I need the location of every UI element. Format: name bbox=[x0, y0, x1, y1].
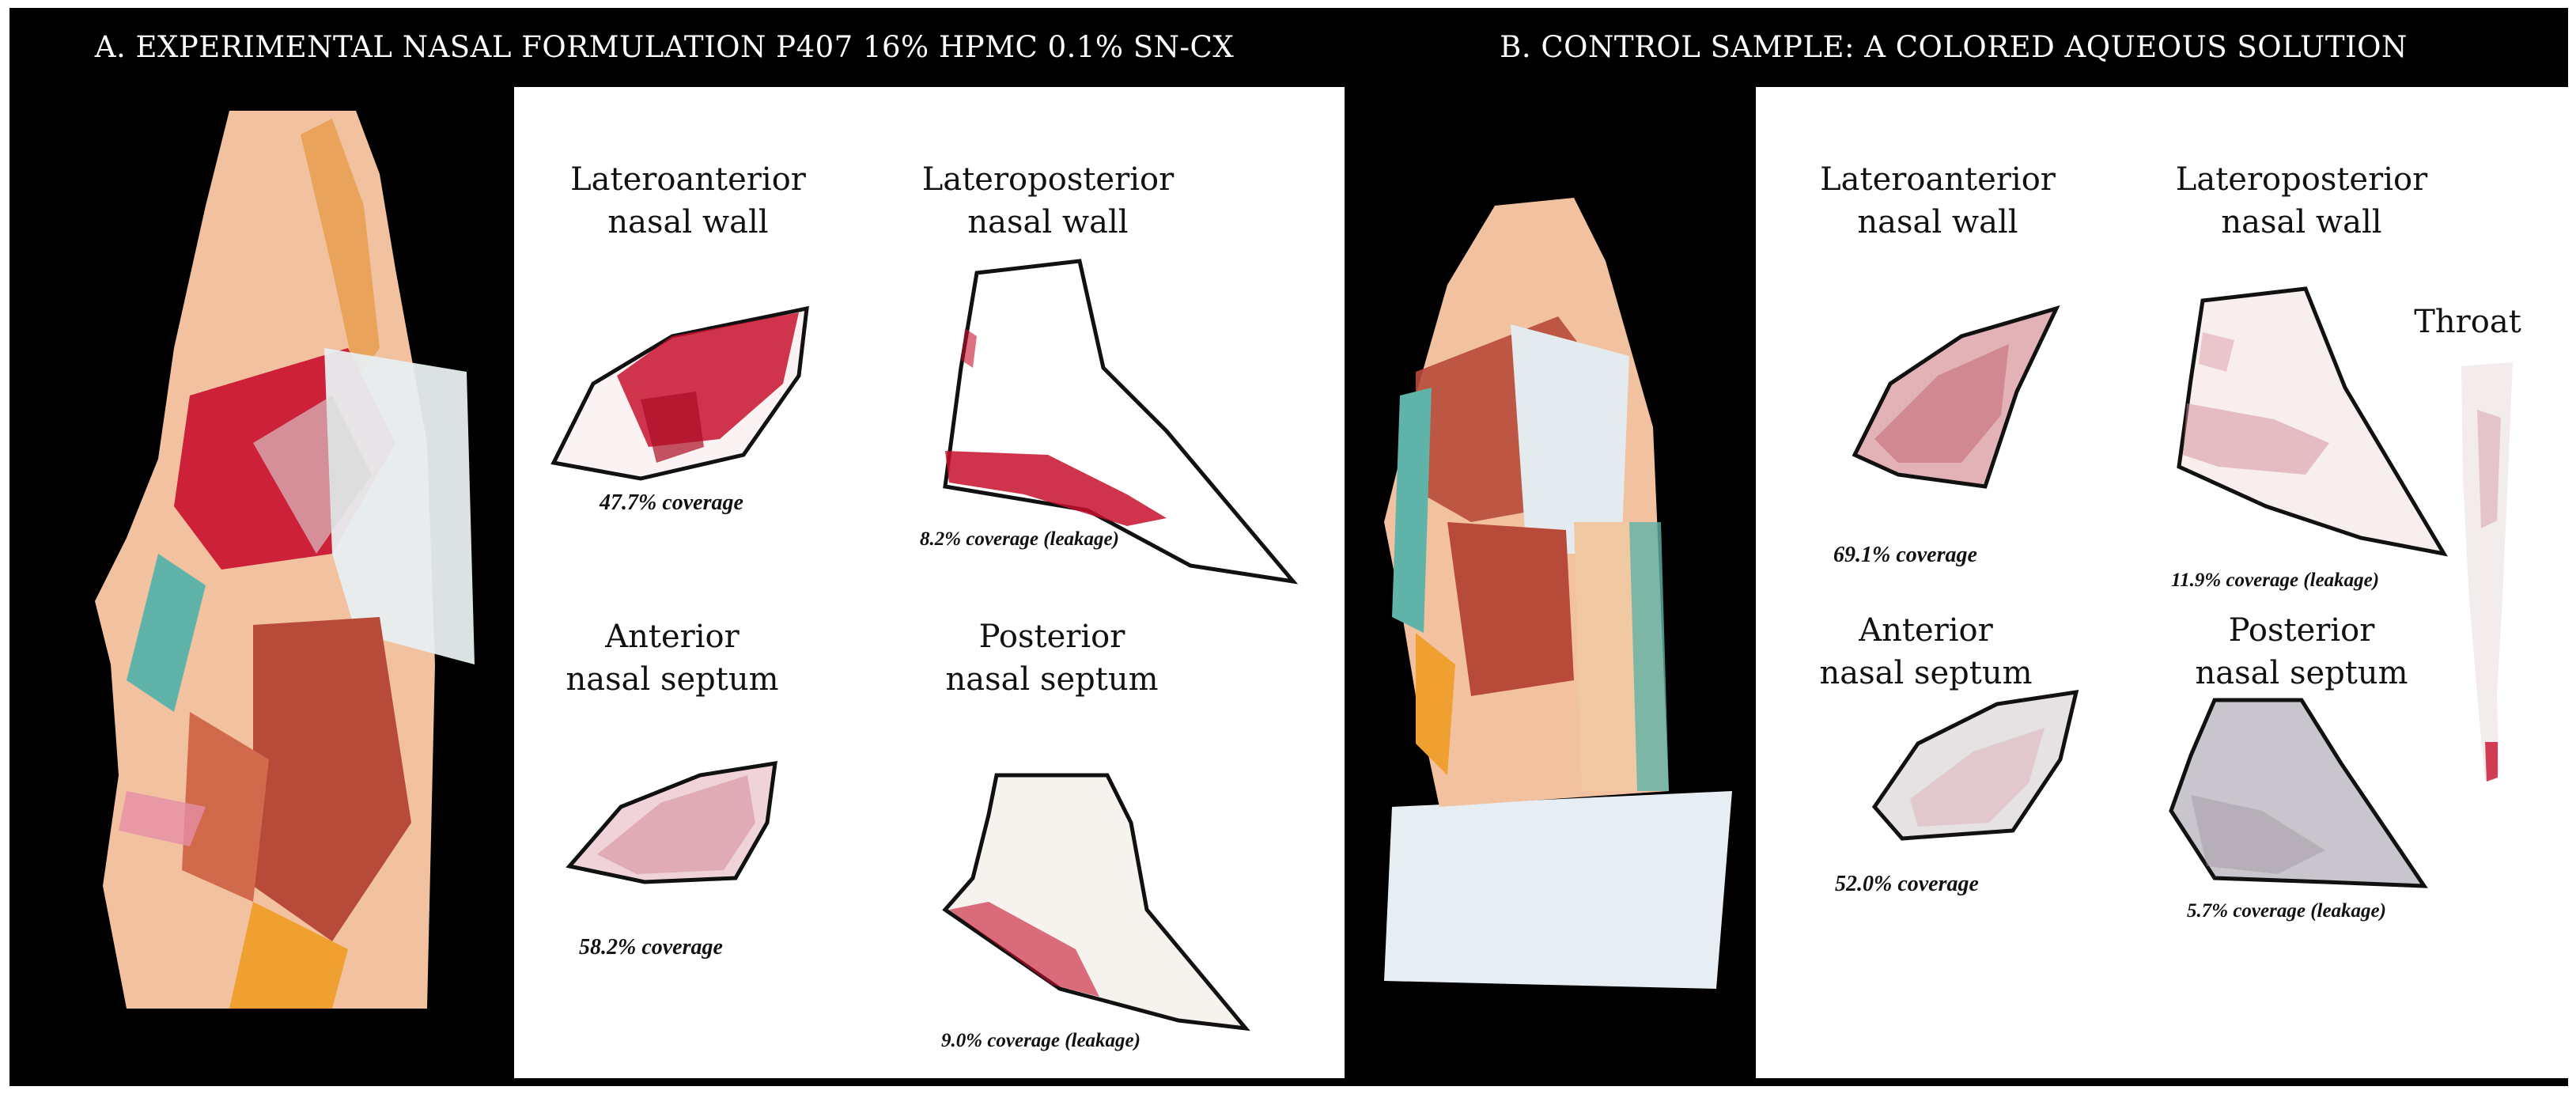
region-name-line2: nasal septum bbox=[945, 661, 1159, 698]
panel-b-lateroanterior-label: Lateroanterior nasal wall bbox=[1772, 158, 2104, 244]
region-name-line1: Posterior bbox=[2228, 612, 2375, 649]
region-name-line2: nasal septum bbox=[1819, 655, 2033, 691]
region-name-line2: nasal wall bbox=[2221, 204, 2382, 240]
panel-a-posterior-septum-label: Posterior nasal septum bbox=[886, 615, 1218, 701]
panel-a-anterior-septum-coverage: 58.2% coverage bbox=[579, 935, 723, 960]
panel-a-anterior-septum-swab bbox=[566, 759, 783, 886]
region-name-line2: nasal wall bbox=[607, 204, 769, 240]
panel-b-lateroanterior-swab bbox=[1851, 305, 2060, 494]
panel-b-sample-sheet bbox=[1756, 87, 2568, 1078]
panel-a-lateroanterior-label: Lateroanterior nasal wall bbox=[522, 158, 854, 244]
panel-b-head-model-photo bbox=[1368, 190, 1732, 1005]
panel-b-posterior-septum-label: Posterior nasal septum bbox=[2135, 609, 2468, 695]
region-name-line2: nasal septum bbox=[2195, 655, 2408, 691]
region-name-line2: nasal wall bbox=[967, 204, 1129, 240]
panel-a-title: A. EXPERIMENTAL NASAL FORMULATION P407 1… bbox=[94, 30, 1235, 64]
region-name-line1: Posterior bbox=[978, 619, 1125, 655]
panel-a-sample-sheet bbox=[514, 87, 1345, 1078]
panel-b-lateroanterior-coverage: 69.1% coverage bbox=[1833, 543, 1977, 567]
panel-b-anterior-septum-label: Anterior nasal septum bbox=[1760, 609, 2092, 695]
panel-b-posterior-septum-coverage: 5.7% coverage (leakage) bbox=[2187, 900, 2386, 922]
panel-a-head-model-photo bbox=[95, 111, 490, 1009]
panel-a-posterior-septum-coverage: 9.0% coverage (leakage) bbox=[941, 1030, 1140, 1051]
panel-b-throat-swab bbox=[2453, 362, 2518, 785]
region-name-line1: Anterior bbox=[1859, 612, 1993, 649]
panel-a-posterior-septum-swab bbox=[941, 767, 1250, 1036]
region-name-line2: nasal septum bbox=[566, 661, 779, 698]
panel-b-lateroposterior-swab bbox=[2171, 285, 2448, 558]
panel-a-lateroposterior-swab bbox=[929, 257, 1301, 589]
region-name-line1: Lateroposterior bbox=[921, 161, 1175, 198]
panel-b-throat-label: Throat bbox=[2414, 304, 2521, 340]
panel-b-anterior-septum-swab bbox=[1871, 688, 2080, 842]
region-name-line1: Anterior bbox=[605, 619, 740, 655]
region-name-line1: Lateroanterior bbox=[1820, 161, 2056, 198]
panel-b-lateroposterior-coverage: 11.9% coverage (leakage) bbox=[2171, 570, 2380, 591]
panel-a-lateroposterior-label: Lateroposterior nasal wall bbox=[882, 158, 1214, 244]
panel-a-anterior-septum-label: Anterior nasal septum bbox=[506, 615, 838, 701]
panel-a-lateroposterior-coverage: 8.2% coverage (leakage) bbox=[920, 528, 1119, 550]
region-name-line2: nasal wall bbox=[1857, 204, 2018, 240]
region-name-line1: Lateroposterior bbox=[2175, 161, 2428, 198]
panel-b-anterior-septum-coverage: 52.0% coverage bbox=[1835, 872, 1979, 896]
region-name-line1: Lateroanterior bbox=[570, 161, 806, 198]
panel-b-lateroposterior-label: Lateroposterior nasal wall bbox=[2135, 158, 2468, 244]
panel-a-lateroanterior-swab bbox=[546, 305, 815, 486]
panel-b-title: B. CONTROL SAMPLE: A COLORED AQUEOUS SOL… bbox=[1500, 30, 2408, 64]
panel-a-lateroanterior-coverage: 47.7% coverage bbox=[600, 490, 743, 515]
panel-b-posterior-septum-swab bbox=[2167, 692, 2428, 890]
